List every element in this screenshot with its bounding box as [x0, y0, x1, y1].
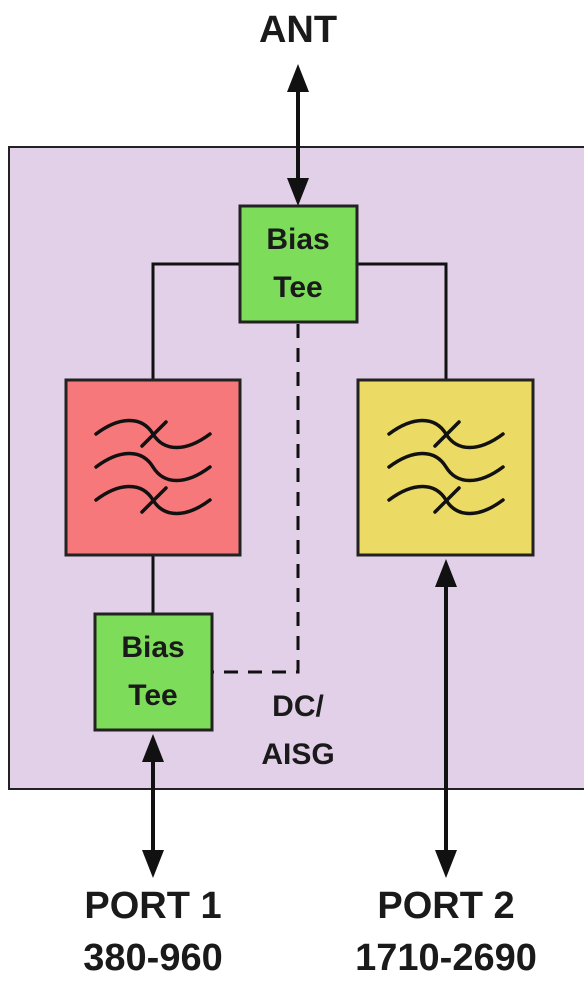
- port2-name: PORT 2: [377, 885, 514, 927]
- port2-arrow-icon: [435, 559, 457, 878]
- signal-wires: [151, 262, 448, 614]
- filter-icon: [387, 418, 505, 516]
- dc-aisg-dashed-line: [212, 324, 300, 674]
- bottom-bias-tee: Bias Tee: [93, 612, 214, 732]
- port1-range: 380-960: [83, 937, 222, 979]
- top-bias-tee: Bias Tee: [238, 204, 359, 324]
- high-band-filter: [356, 378, 535, 557]
- antenna-arrow-icon: [287, 64, 309, 206]
- port1-arrow-icon: [142, 734, 164, 878]
- low-band-filter: [64, 378, 242, 557]
- filter-icon: [94, 418, 212, 516]
- antenna-label: ANT: [259, 9, 337, 51]
- top-bias-tee-label-1: Bias: [266, 223, 329, 256]
- bottom-bias-tee-label-1: Bias: [121, 631, 184, 664]
- bottom-bias-tee-label-2: Tee: [128, 679, 177, 712]
- top-bias-tee-label-2: Tee: [273, 271, 322, 304]
- port1-name: PORT 1: [84, 885, 221, 927]
- dc-aisg-label-2: AISG: [261, 738, 334, 771]
- port2-range: 1710-2690: [355, 937, 537, 979]
- dc-aisg-label-1: DC/: [272, 690, 324, 723]
